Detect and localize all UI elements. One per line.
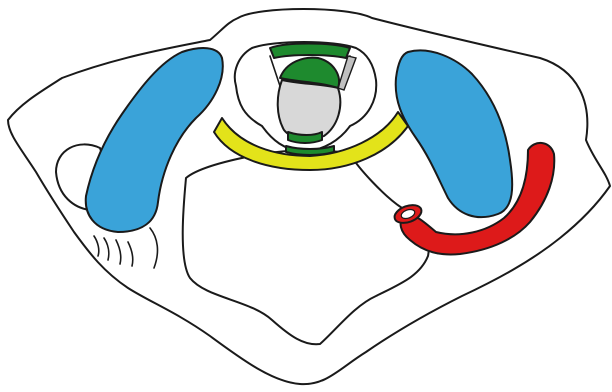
gray-central-region (278, 80, 341, 139)
green-upper-band (270, 44, 350, 59)
